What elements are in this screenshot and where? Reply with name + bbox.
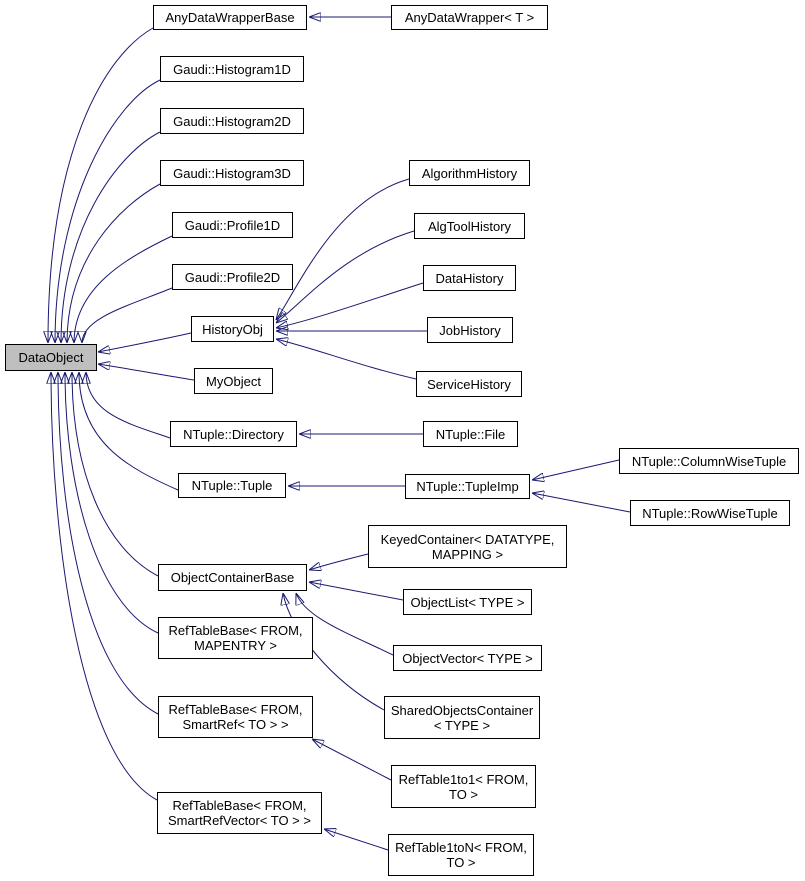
node-label: RefTable1to1< FROM, [398,771,529,787]
edge-algorithmhistory-historyobj [276,178,410,320]
node-label: AlgorithmHistory [421,165,518,181]
node-algorithmhistory[interactable]: AlgorithmHistory [409,160,530,186]
node-label: SharedObjectsContainer [390,702,534,718]
node-profile2d[interactable]: Gaudi::Profile2D [172,264,293,290]
edge-ntuple_rowwisetuple-ntuple_tupleimp [532,493,631,513]
node-label: MAPENTRY > [194,638,277,653]
node-anydatawrapper-t[interactable]: AnyDataWrapper< T > [391,5,548,30]
node-label: MAPPING > [431,546,504,562]
edge-anydatawrapperbase-dataobject [48,27,154,343]
node-objectvector[interactable]: ObjectVector< TYPE > [393,645,542,671]
node-label: MyObject [206,373,261,389]
edge-reftablebase_mapentry-dataobject [65,372,159,634]
node-keyedcontainer[interactable]: KeyedContainer< DATATYPE, MAPPING > [368,525,567,568]
node-ntuple-columnwisetuple[interactable]: NTuple::ColumnWiseTuple [619,448,799,474]
node-ntuple-tupleimp[interactable]: NTuple::TupleImp [405,474,530,499]
node-objectcontainerbase[interactable]: ObjectContainerBase [158,564,307,591]
node-histogram3d[interactable]: Gaudi::Histogram3D [160,160,304,186]
edge-datahistory-historyobj [276,282,424,328]
node-sharedobjectscontainer[interactable]: SharedObjectsContainer < TYPE > [384,696,540,739]
edge-profile1d-dataobject [74,235,173,343]
node-reftablebase-smartrefvector[interactable]: RefTableBase< FROM, SmartRefVector< TO >… [157,792,322,834]
node-dataobject: DataObject [5,344,97,371]
edge-reftablebase_smartref-dataobject [58,372,159,715]
node-label: RefTableBase< FROM, [172,798,307,813]
edge-histogram2d-dataobject [61,131,161,343]
node-historyobj[interactable]: HistoryObj [191,316,274,342]
node-anydatawrapperbase[interactable]: AnyDataWrapperBase [153,5,307,30]
node-label: JobHistory [439,322,501,338]
node-label: KeyedContainer< DATATYPE, [380,531,555,547]
edge-keyedcontainer-objectcontainerbase [309,553,369,570]
edge-myobject-dataobject [98,364,195,381]
node-label: NTuple::ColumnWiseTuple [631,453,787,469]
node-ntuple-directory[interactable]: NTuple::Directory [170,421,297,447]
node-algtoolhistory[interactable]: AlgToolHistory [414,213,525,239]
node-label: Gaudi::Profile2D [184,269,281,285]
node-label: ServiceHistory [427,376,511,392]
node-label: DataObject [18,350,84,365]
edge-objectvector-objectcontainerbase [296,593,394,656]
node-ntuple-file[interactable]: NTuple::File [423,421,518,447]
node-datahistory[interactable]: DataHistory [423,265,516,291]
node-label: NTuple::TupleImp [416,479,519,494]
node-label: AnyDataWrapperBase [165,10,295,25]
node-label: Gaudi::Histogram1D [173,61,291,77]
edge-histogram3d-dataobject [67,183,161,343]
node-ntuple-tuple[interactable]: NTuple::Tuple [178,473,286,498]
node-label: RefTableBase< FROM, [168,623,303,638]
node-label: AlgToolHistory [427,218,512,234]
node-objectlist[interactable]: ObjectList< TYPE > [403,589,532,615]
node-histogram1d[interactable]: Gaudi::Histogram1D [160,56,304,82]
edge-historyobj-dataobject [98,332,192,352]
edge-reftablebase_smartrefvector-dataobject [51,372,158,801]
node-label: HistoryObj [202,321,263,337]
node-myobject[interactable]: MyObject [194,368,273,394]
node-reftablebase-mapentry[interactable]: RefTableBase< FROM, MAPENTRY > [158,617,313,659]
edge-objectlist-objectcontainerbase [309,582,404,601]
node-reftable1to1[interactable]: RefTable1to1< FROM, TO > [391,765,536,808]
node-label: Gaudi::Histogram2D [173,113,291,129]
node-label: NTuple::RowWiseTuple [642,505,778,521]
edge-reftable1to1-reftablebase_smartref [312,739,392,781]
edge-reftable1ton-reftablebase_smartrefvector [324,829,389,851]
node-profile1d[interactable]: Gaudi::Profile1D [172,212,293,238]
node-jobhistory[interactable]: JobHistory [427,317,513,343]
edge-algtoolhistory-historyobj [276,230,415,323]
node-label: TO > [448,786,479,802]
node-histogram2d[interactable]: Gaudi::Histogram2D [160,108,304,134]
node-label: NTuple::Tuple [191,478,273,493]
node-label: NTuple::File [435,426,506,442]
node-label: RefTable1toN< FROM, [395,840,527,855]
node-label: DataHistory [435,270,504,286]
edge-ntuple_tuple-dataobject [79,372,179,491]
node-label: ObjectList< TYPE > [410,594,525,610]
node-label: Gaudi::Profile1D [184,217,281,233]
node-label: ObjectContainerBase [170,570,295,585]
node-label: Gaudi::Histogram3D [173,165,291,181]
edge-sharedobjectscontainer-objectcontainerbase [283,593,385,711]
edge-servicehistory-historyobj [276,339,417,380]
node-label: TO > [446,855,476,870]
node-label: ObjectVector< TYPE > [402,650,533,666]
edge-objectcontainerbase-dataobject [72,372,159,577]
node-label: < TYPE > [433,717,491,733]
node-label: SmartRef< TO > > [182,717,289,732]
node-ntuple-rowwisetuple[interactable]: NTuple::RowWiseTuple [630,500,790,526]
node-reftablebase-smartref[interactable]: RefTableBase< FROM, SmartRef< TO > > [158,696,313,738]
node-label: SmartRefVector< TO > > [168,813,311,828]
edge-profile2d-dataobject [82,287,173,344]
node-label: RefTableBase< FROM, [168,702,303,717]
edge-ntuple_columnwisetuple-ntuple_tupleimp [532,459,620,480]
edge-ntuple_directory-dataobject [86,372,171,439]
node-reftable1ton[interactable]: RefTable1toN< FROM, TO > [388,834,534,876]
node-servicehistory[interactable]: ServiceHistory [416,371,522,397]
node-label: AnyDataWrapper< T > [404,10,535,25]
node-label: NTuple::Directory [183,426,284,442]
edge-histogram1d-dataobject [55,79,161,343]
